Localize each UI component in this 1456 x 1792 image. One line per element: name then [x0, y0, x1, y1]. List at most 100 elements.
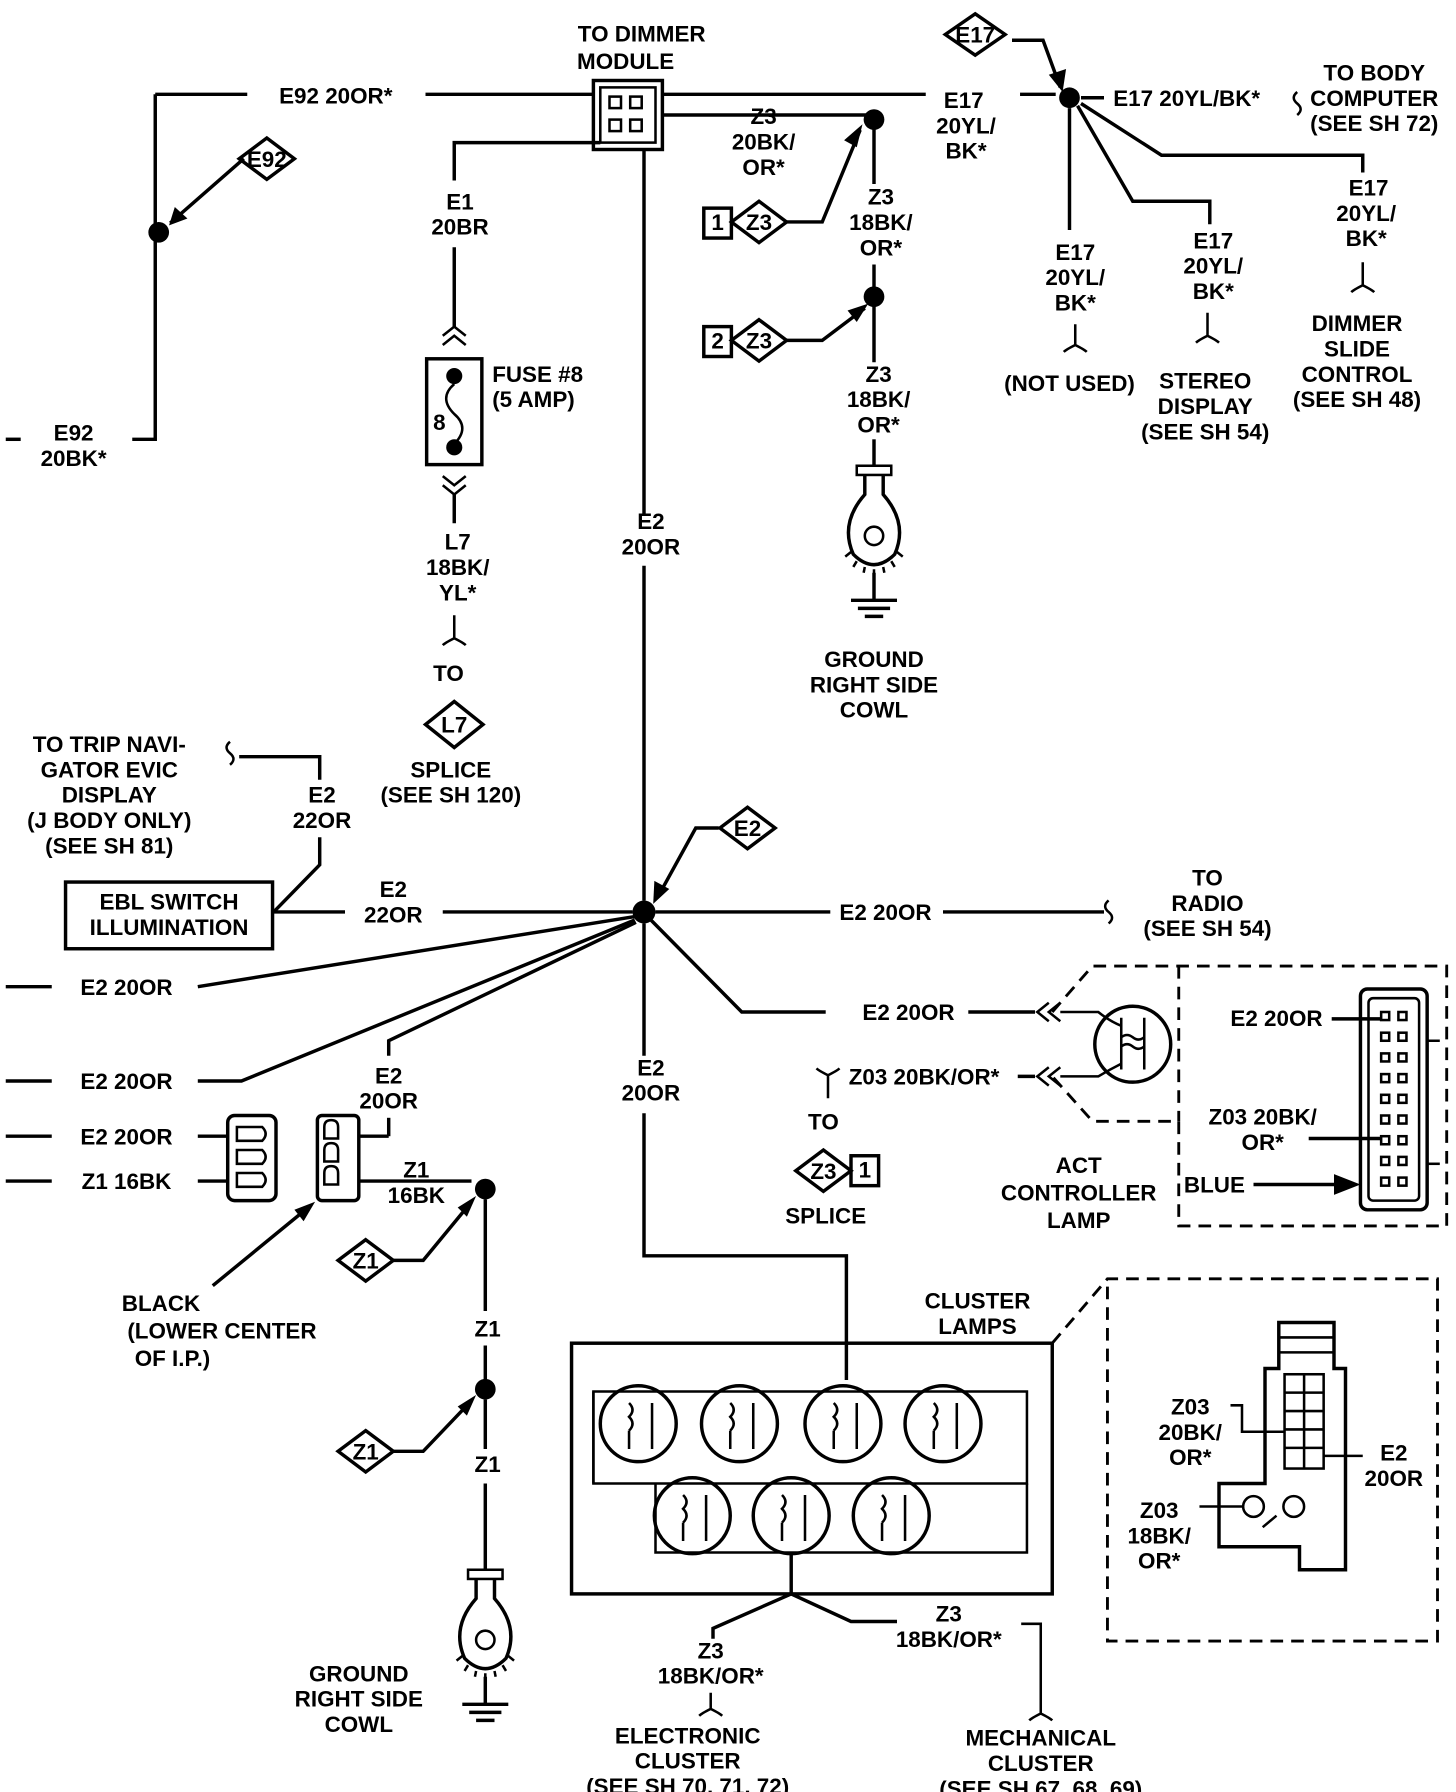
- to-dimmer-label: TO DIMMER: [578, 21, 706, 46]
- stereo-b: DISPLAY: [1158, 394, 1253, 419]
- e17-label-c: BK*: [945, 139, 986, 164]
- act-label-b: CONTROLLER: [1001, 1181, 1157, 1206]
- black-label-a: BLACK: [122, 1291, 200, 1316]
- ground-top-a: GROUND: [824, 647, 924, 672]
- z3-bot-left-a: Z3: [698, 1638, 724, 1663]
- to-body-label: TO BODY: [1323, 61, 1425, 86]
- l7-label-a: L7: [445, 530, 471, 555]
- e17-col2-c: BK*: [1193, 279, 1234, 304]
- c-z03b-b: 18BK/: [1127, 1523, 1191, 1548]
- act-controller-connector: [1358, 987, 1440, 1212]
- mechanical-a: MECHANICAL: [965, 1726, 1116, 1751]
- trip-e: (SEE SH 81): [45, 833, 173, 858]
- cluster-bulbs-bottom: [652, 1476, 931, 1556]
- svg-text:Z3: Z3: [810, 1159, 836, 1184]
- e17-label-a: E17: [944, 88, 984, 113]
- svg-text:Z1: Z1: [353, 1439, 379, 1464]
- z03-label: Z03 20BK/OR*: [849, 1064, 1000, 1089]
- act-label-a: ACT: [1056, 1153, 1102, 1178]
- c-z03-c: OR*: [1169, 1445, 1212, 1470]
- mechanical-c: (SEE SH 67, 68, 69): [939, 1776, 1142, 1792]
- e2-22-b: 22OR: [293, 808, 352, 833]
- l7-label-b: 18BK/: [426, 555, 490, 580]
- z3-bot-left-b: 18BK/OR*: [658, 1664, 764, 1689]
- svg-text:L7: L7: [441, 713, 467, 738]
- trip-b: GATOR EVIC: [41, 757, 178, 782]
- e2-22-a: E2: [308, 783, 335, 808]
- e17-tag-top: E17: [942, 11, 1009, 58]
- z3-mid-a: Z3: [868, 185, 894, 210]
- svg-text:EBL SWITCH: EBL SWITCH: [100, 890, 239, 915]
- e17-main-label: E17 20YL/BK*: [1113, 86, 1260, 111]
- black-label-c: OF I.P.): [135, 1346, 211, 1371]
- svg-text:E17: E17: [955, 23, 995, 48]
- e92-tag-top: E92: [236, 135, 298, 182]
- electronic-b: CLUSTER: [635, 1749, 741, 1774]
- c-z03b-c: OR*: [1138, 1549, 1181, 1574]
- e2-22b-b: 22OR: [364, 902, 423, 927]
- z3-top-a: Z3: [751, 104, 777, 129]
- z3-tag-1: 1 Z3: [702, 199, 790, 245]
- ground-bot-b: RIGHT SIDE: [295, 1687, 423, 1712]
- z3-mid-b: 18BK/: [849, 210, 913, 235]
- ground-top-c: COWL: [840, 698, 908, 723]
- e17-col3-b: 20YL/: [1336, 201, 1396, 226]
- e2-vert-b: 20OR: [622, 534, 681, 559]
- c-z03-b: 20BK/: [1158, 1420, 1222, 1445]
- c-z03-a: Z03: [1171, 1395, 1210, 1420]
- z3-low-a: Z3: [866, 362, 892, 387]
- stereo-a: STEREO: [1159, 369, 1251, 394]
- act-label-c: LAMP: [1047, 1208, 1111, 1233]
- c-z03b-a: Z03: [1140, 1498, 1179, 1523]
- z3-tag-2: 2 Z3: [702, 317, 790, 364]
- ground-top-b: RIGHT SIDE: [810, 672, 938, 697]
- e2-left-3: E2 20OR: [80, 1124, 172, 1149]
- dimmer-slide-b: SLIDE: [1324, 337, 1390, 362]
- cluster-bulbs-top: [598, 1384, 983, 1464]
- e17-col3-a: E17: [1349, 176, 1389, 201]
- svg-text:1: 1: [859, 1158, 871, 1183]
- e92-left-a: E92: [54, 420, 94, 445]
- z3-top-b: 20BK/: [732, 130, 796, 155]
- e1-label-b: 20BR: [431, 215, 488, 240]
- cluster-connector: [1217, 1320, 1348, 1572]
- e2-left-2: E2 20OR: [80, 1069, 172, 1094]
- e2-down-b: 20OR: [622, 1081, 681, 1106]
- fuse-label-a: FUSE #8: [492, 362, 583, 387]
- svg-text:Z1: Z1: [353, 1248, 379, 1273]
- e1-label-a: E1: [446, 189, 473, 214]
- dimmer-slide-d: (SEE SH 48): [1293, 387, 1421, 412]
- e2-left-1: E2 20OR: [80, 975, 172, 1000]
- e17-col2-a: E17: [1193, 228, 1233, 253]
- svg-text:E2: E2: [734, 816, 761, 841]
- svg-text:Z3: Z3: [746, 328, 772, 353]
- e17-label-b: 20YL/: [936, 113, 996, 138]
- electronic-c: (SEE SH 70, 71, 72): [586, 1774, 789, 1792]
- z3-low-b: 18BK/: [847, 387, 911, 412]
- trip-c: DISPLAY: [62, 783, 157, 808]
- act-lamp-bulb: [1093, 1004, 1173, 1084]
- z3-splice-label: SPLICE: [785, 1204, 866, 1229]
- e92-top-label: E92 20OR*: [279, 84, 393, 109]
- fuse-label-b: (5 AMP): [492, 387, 575, 412]
- to-radio-b: RADIO: [1171, 891, 1243, 916]
- to-radio-a: TO: [1192, 866, 1223, 891]
- z1-tag-2: Z1: [335, 1428, 397, 1475]
- c-e2-b: 20OR: [1365, 1466, 1424, 1491]
- dimmer-module-connector: [591, 78, 665, 152]
- z1-label-b: 16BK: [388, 1183, 445, 1208]
- svg-text:2: 2: [711, 328, 723, 353]
- conn-z03-a: Z03 20BK/: [1209, 1105, 1317, 1130]
- trip-a: TO TRIP NAVI-: [33, 732, 186, 757]
- svg-text:Z3: Z3: [746, 210, 772, 235]
- ebl-switch-box: EBL SWITCH ILLUMINATION: [63, 880, 275, 951]
- l7-label-c: YL*: [439, 580, 477, 605]
- stereo-c: (SEE SH 54): [1141, 419, 1269, 444]
- fuse-8: 8: [424, 357, 484, 467]
- l7-to-label: TO: [433, 661, 464, 686]
- conn-e2-label: E2 20OR: [1230, 1006, 1322, 1031]
- ground-bot-c: COWL: [325, 1712, 393, 1737]
- z1-mid-label: Z1: [475, 1316, 501, 1341]
- z3-top-c: OR*: [742, 155, 785, 180]
- e17-col1-b: 20YL/: [1045, 265, 1105, 290]
